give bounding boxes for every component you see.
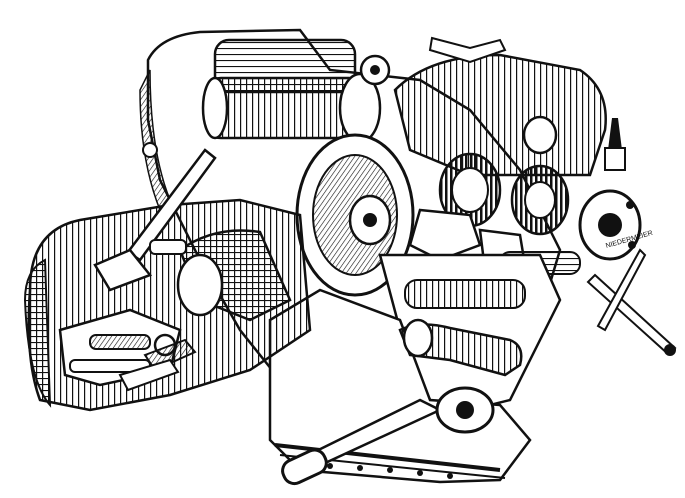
left-exhaust-port	[118, 338, 197, 392]
left-intake-linkage	[93, 148, 217, 292]
right-cylinder	[393, 36, 607, 177]
gear-train	[438, 152, 642, 261]
right-rod-linkage	[586, 118, 677, 356]
shift-pedal	[398, 318, 523, 377]
left-cylinder	[23, 198, 312, 412]
kickstart-lever	[281, 386, 495, 486]
starter-motor	[201, 38, 391, 144]
